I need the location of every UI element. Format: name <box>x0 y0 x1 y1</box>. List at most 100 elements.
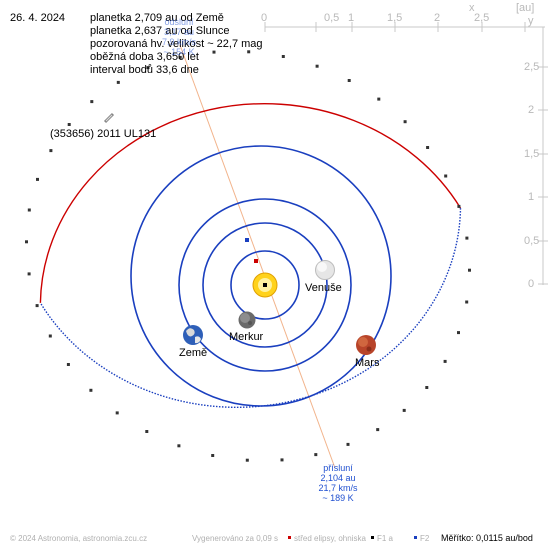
earth-label: Země <box>179 347 208 359</box>
position-marker-dot <box>315 64 319 68</box>
position-marker-dot <box>27 208 31 212</box>
asteroid-position-markers <box>25 50 471 462</box>
position-marker-dot <box>403 120 407 124</box>
info-line-magnitude: pozorovaná hv. velikost ~ 22,7 mag <box>90 38 263 50</box>
position-marker-dot <box>27 272 31 276</box>
position-marker-dot <box>425 386 429 389</box>
x-tick-label: 1,5 <box>387 12 403 24</box>
aphelion-title: odsluní <box>164 17 194 27</box>
x-tick-label: 0,5 <box>324 12 340 24</box>
y-tick-label: 0 <box>528 278 535 290</box>
position-marker-dot <box>35 304 39 308</box>
asteroid-orbit-lower <box>39 208 462 408</box>
footer-legend-center: střed elipsy, ohniska <box>294 534 366 543</box>
position-marker-dot <box>115 411 119 415</box>
position-marker-dot <box>146 66 150 70</box>
sun <box>252 272 278 298</box>
aphelion-label: odsluní 3,17 au 7,9 km/s ~ 154 K <box>162 17 196 57</box>
x-tick-label: 2,5 <box>474 12 490 24</box>
position-marker-dot <box>90 100 94 104</box>
position-marker-dot <box>89 388 93 392</box>
venus-label: Venuše <box>305 282 342 294</box>
position-marker-dot <box>444 174 448 178</box>
position-marker-dot <box>178 55 182 59</box>
position-marker-dot <box>245 458 249 462</box>
footer-legend-f2: F2 <box>420 534 430 543</box>
position-marker-dot <box>116 80 120 84</box>
perihelion-velocity: 21,7 km/s <box>318 483 358 493</box>
position-marker-dot <box>346 442 350 446</box>
mercury-label: Merkur <box>229 331 264 343</box>
position-marker-dot <box>145 430 149 433</box>
y-tick-label: 0,5 <box>524 235 540 247</box>
perihelion-distance: 2,104 au <box>320 473 356 483</box>
x-tick-label: 0 <box>261 12 268 24</box>
asteroid-orbit-upper <box>39 103 462 303</box>
position-marker-dot <box>314 453 318 457</box>
x-axis-name: x <box>469 2 475 14</box>
position-marker-dot <box>426 146 430 149</box>
asteroid-name-label: (353656) 2011 UL131 <box>50 128 157 140</box>
footer-copyright: © 2024 Astronomia, astronomia.zcu.cz <box>10 534 148 543</box>
venus-orbit <box>202 222 328 348</box>
y-tick-label: 1 <box>528 191 535 203</box>
perihelion-label: přísluní 2,104 au 21,7 km/s ~ 189 K <box>312 463 364 503</box>
mercury-orbit <box>230 250 300 320</box>
position-marker-dot <box>468 268 471 272</box>
position-marker-dot <box>465 236 469 240</box>
position-marker-dot <box>211 454 215 457</box>
position-marker-dot <box>67 123 71 126</box>
info-line-interval: interval bodů 33,6 dne <box>90 64 199 76</box>
x-tick-label: 1 <box>348 12 355 24</box>
y-tick-label: 1,5 <box>524 148 540 160</box>
info-line-period: oběžná doba 3,650 let <box>90 51 199 63</box>
info-line-distance-sun: planetka 2,637 au od Slunce <box>90 25 230 37</box>
position-marker-dot <box>48 334 52 338</box>
footer-legend-f1: F1 a <box>377 534 394 543</box>
position-marker-dot <box>443 359 447 363</box>
mercury-planet <box>238 311 256 329</box>
position-marker-dot <box>402 408 406 412</box>
aphelion-temperature: ~ 154 K <box>163 47 195 57</box>
info-line-distance-earth: planetka 2,709 au od Země <box>90 12 224 24</box>
venus-planet <box>315 260 335 280</box>
perihelion-temperature: ~ 189 K <box>322 493 354 503</box>
y-tick-label: 2,5 <box>524 61 540 73</box>
mars-planet <box>356 335 376 355</box>
aphelion-distance: 3,17 au <box>163 27 195 37</box>
position-marker-dot <box>377 97 381 101</box>
position-marker-dot <box>280 458 284 462</box>
footer-legend-swatches <box>288 536 417 539</box>
perihelion-title: přísluní <box>323 463 353 473</box>
position-marker-dot <box>457 331 460 335</box>
position-marker-dot <box>347 79 351 82</box>
footer-generated: Vygenerováno za 0,09 s <box>192 534 278 543</box>
y-axis-name: y <box>528 15 534 27</box>
position-marker-dot <box>49 149 53 153</box>
mars-label: Mars <box>355 357 380 369</box>
position-marker-dot <box>247 50 251 54</box>
position-marker-dot <box>281 55 285 58</box>
ellipse-center-marker <box>245 238 249 242</box>
earth-planet <box>183 325 203 345</box>
footer-scale: Měřítko: 0,0115 au/bod <box>441 533 533 543</box>
position-marker-dot <box>36 177 39 181</box>
aphelion-velocity: 7,9 km/s <box>162 37 197 47</box>
position-marker-dot <box>177 444 181 448</box>
position-marker-dot <box>457 204 461 208</box>
axes <box>264 22 548 285</box>
asteroid-orbit <box>39 103 462 408</box>
position-marker-dot <box>376 428 380 432</box>
position-marker-dot <box>66 363 70 366</box>
asteroid-marker <box>103 112 115 124</box>
axis-unit-label: [au] <box>516 2 535 14</box>
x-tick-label: 2 <box>434 12 441 24</box>
earth-orbit <box>178 198 352 372</box>
y-tick-label: 2 <box>528 104 535 116</box>
date-label: 26. 4. 2024 <box>10 12 66 24</box>
position-marker-dot <box>212 50 216 54</box>
position-marker-dot <box>25 240 28 244</box>
position-marker-dot <box>465 300 469 304</box>
